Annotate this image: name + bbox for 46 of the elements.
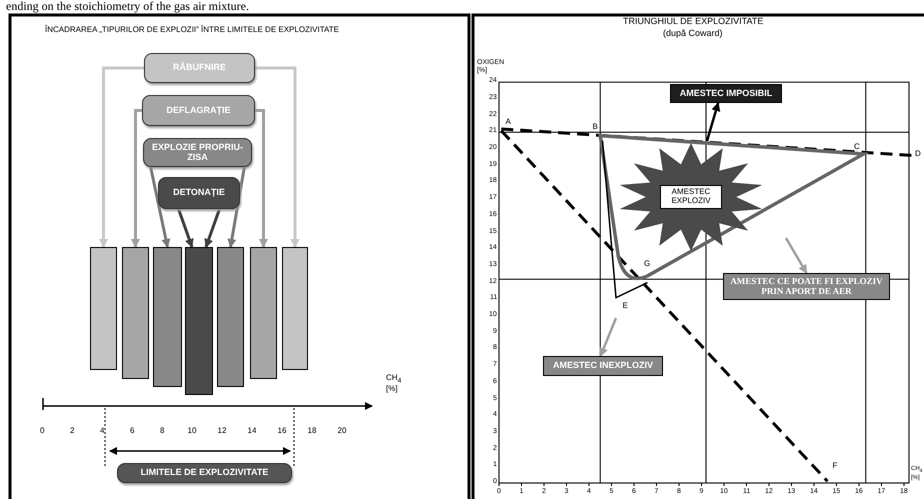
label-box: AMESTEC IMPOSIBIL (670, 84, 782, 103)
tick-label: 10 (188, 427, 196, 436)
point-label: D (915, 150, 921, 159)
label-box: AMESTEC CE POATE FI EXPLOZIV PRIN APORT DE AER (723, 273, 890, 300)
bar (185, 247, 213, 395)
axis-title: CH$_{4}$ [%] (386, 374, 400, 394)
arrow (227, 166, 246, 248)
tick-label: 8 (160, 427, 164, 436)
rounded-box: DEFLAGRAȚIE (142, 95, 255, 126)
arrow (204, 208, 221, 248)
bar (250, 247, 277, 379)
point-label: A (506, 118, 511, 127)
arrow (255, 66, 300, 248)
arrow (599, 318, 618, 357)
point-label: F (832, 462, 838, 471)
tick-label: 2 (70, 427, 74, 436)
rounded-box: RĂBUFNIRE (144, 53, 255, 83)
panel-title: ÎNCADRAREA „TIPURILOR DE EXPLOZII” ÎNTRE LIMITELE DE EXPLOZIVITATE (45, 26, 339, 35)
rounded-box: EXPLOZIE PROPRIU- ZISA (143, 138, 252, 167)
point-label: B (592, 123, 598, 132)
arrow (99, 66, 144, 248)
tick-label: 14 (248, 427, 256, 436)
arrow (255, 109, 268, 248)
rounded-box: LIMITELE DE EXPLOZIVITATE (117, 463, 292, 483)
bar (217, 247, 244, 387)
arrow (149, 166, 170, 248)
panel-title: TRIUNGHIUL DE EXPLOZIVITATE (623, 17, 764, 27)
label-box: AMESTEC INEXPLOZIV (543, 356, 663, 376)
tick-label: 18 (308, 427, 316, 436)
tick-label: 16 (278, 427, 286, 436)
bar (282, 247, 308, 370)
arrow (706, 102, 720, 142)
tick-label: 4 (100, 427, 104, 436)
bar (153, 247, 182, 387)
body-text: ending on the stoichiometry of the gas air mixture. (6, 0, 249, 14)
tick-label: 12 (218, 427, 226, 436)
tick-label: 0 (40, 427, 44, 436)
point-label: E (622, 302, 628, 311)
bar (122, 247, 149, 379)
rounded-box: DETONAȚIE (158, 177, 240, 209)
panel-subtitle: (după Coward) (663, 29, 723, 39)
tick-label: 6 (130, 427, 134, 436)
tick-label: 20 (338, 427, 346, 436)
arrow (177, 208, 194, 248)
bar (90, 247, 117, 370)
arrow (131, 109, 142, 248)
